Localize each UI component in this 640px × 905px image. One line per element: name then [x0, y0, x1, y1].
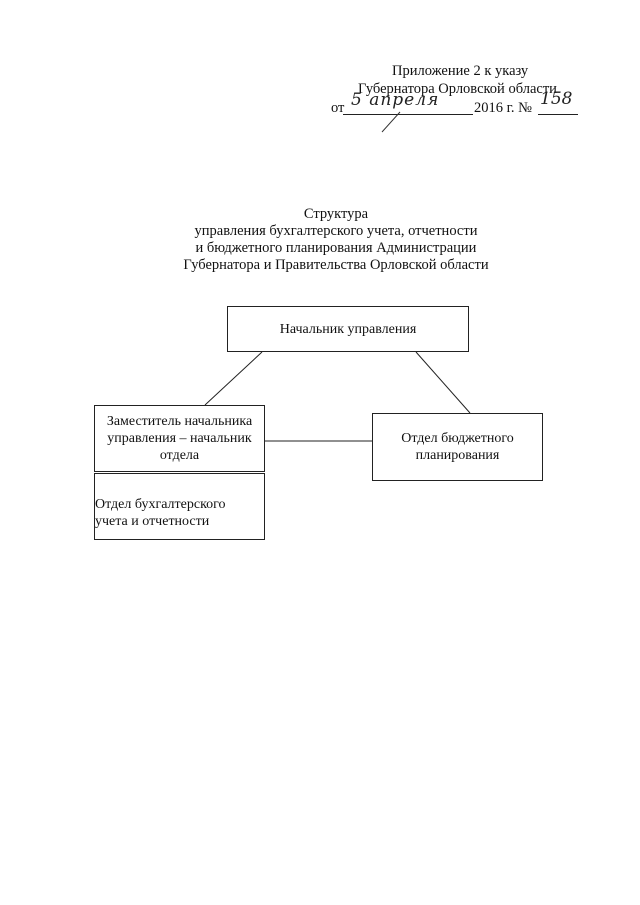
connector-head-deputy	[204, 351, 263, 406]
deputy-head-box: Заместитель начальника управления – нача…	[94, 405, 265, 472]
title-line-1: Структура	[303, 206, 369, 222]
budget-planning-dept-box: Отдел бюджетного планирования	[372, 413, 543, 481]
budget-line-1: Отдел бюджетного	[401, 431, 514, 446]
accounting-line-2: учета и отчетности	[95, 513, 210, 529]
budget-line-2: планирования	[415, 448, 500, 463]
connector-head-budget	[415, 351, 471, 414]
year-number-label: 2016 г. №	[474, 100, 533, 116]
handwriting-stroke	[381, 111, 401, 133]
appendix-line-1: Приложение 2 к указу	[392, 63, 529, 79]
document-title: Структура управления бухгалтерского учет…	[16, 206, 640, 274]
handwritten-date: 5 апреля	[351, 90, 440, 110]
accounting-dept-box: Отдел бухгалтерского учета и отчетности	[94, 473, 265, 540]
deputy-line-2: управления – начальник	[107, 431, 252, 446]
date-prefix: от	[331, 100, 345, 116]
appendix-date-line: от	[331, 99, 344, 117]
appendix-line-2: Губернатора Орловской области	[358, 81, 557, 97]
date-underline: 5 апреля	[343, 90, 473, 115]
number-underline: 158	[538, 89, 578, 115]
deputy-line-3: отдела	[159, 448, 200, 463]
title-line-4: Губернатора и Правительства Орловской об…	[183, 257, 489, 273]
title-line-3: и бюджетного планирования Администрации	[195, 240, 477, 256]
title-line-2: управления бухгалтерского учета, отчетно…	[194, 223, 478, 239]
handwritten-number: 158	[540, 89, 573, 109]
head-of-department-label: Начальник управления	[279, 321, 417, 337]
accounting-line-1: Отдел бухгалтерского	[95, 496, 226, 512]
head-of-department-box: Начальник управления	[227, 306, 469, 352]
deputy-line-1: Заместитель начальника	[106, 414, 253, 429]
